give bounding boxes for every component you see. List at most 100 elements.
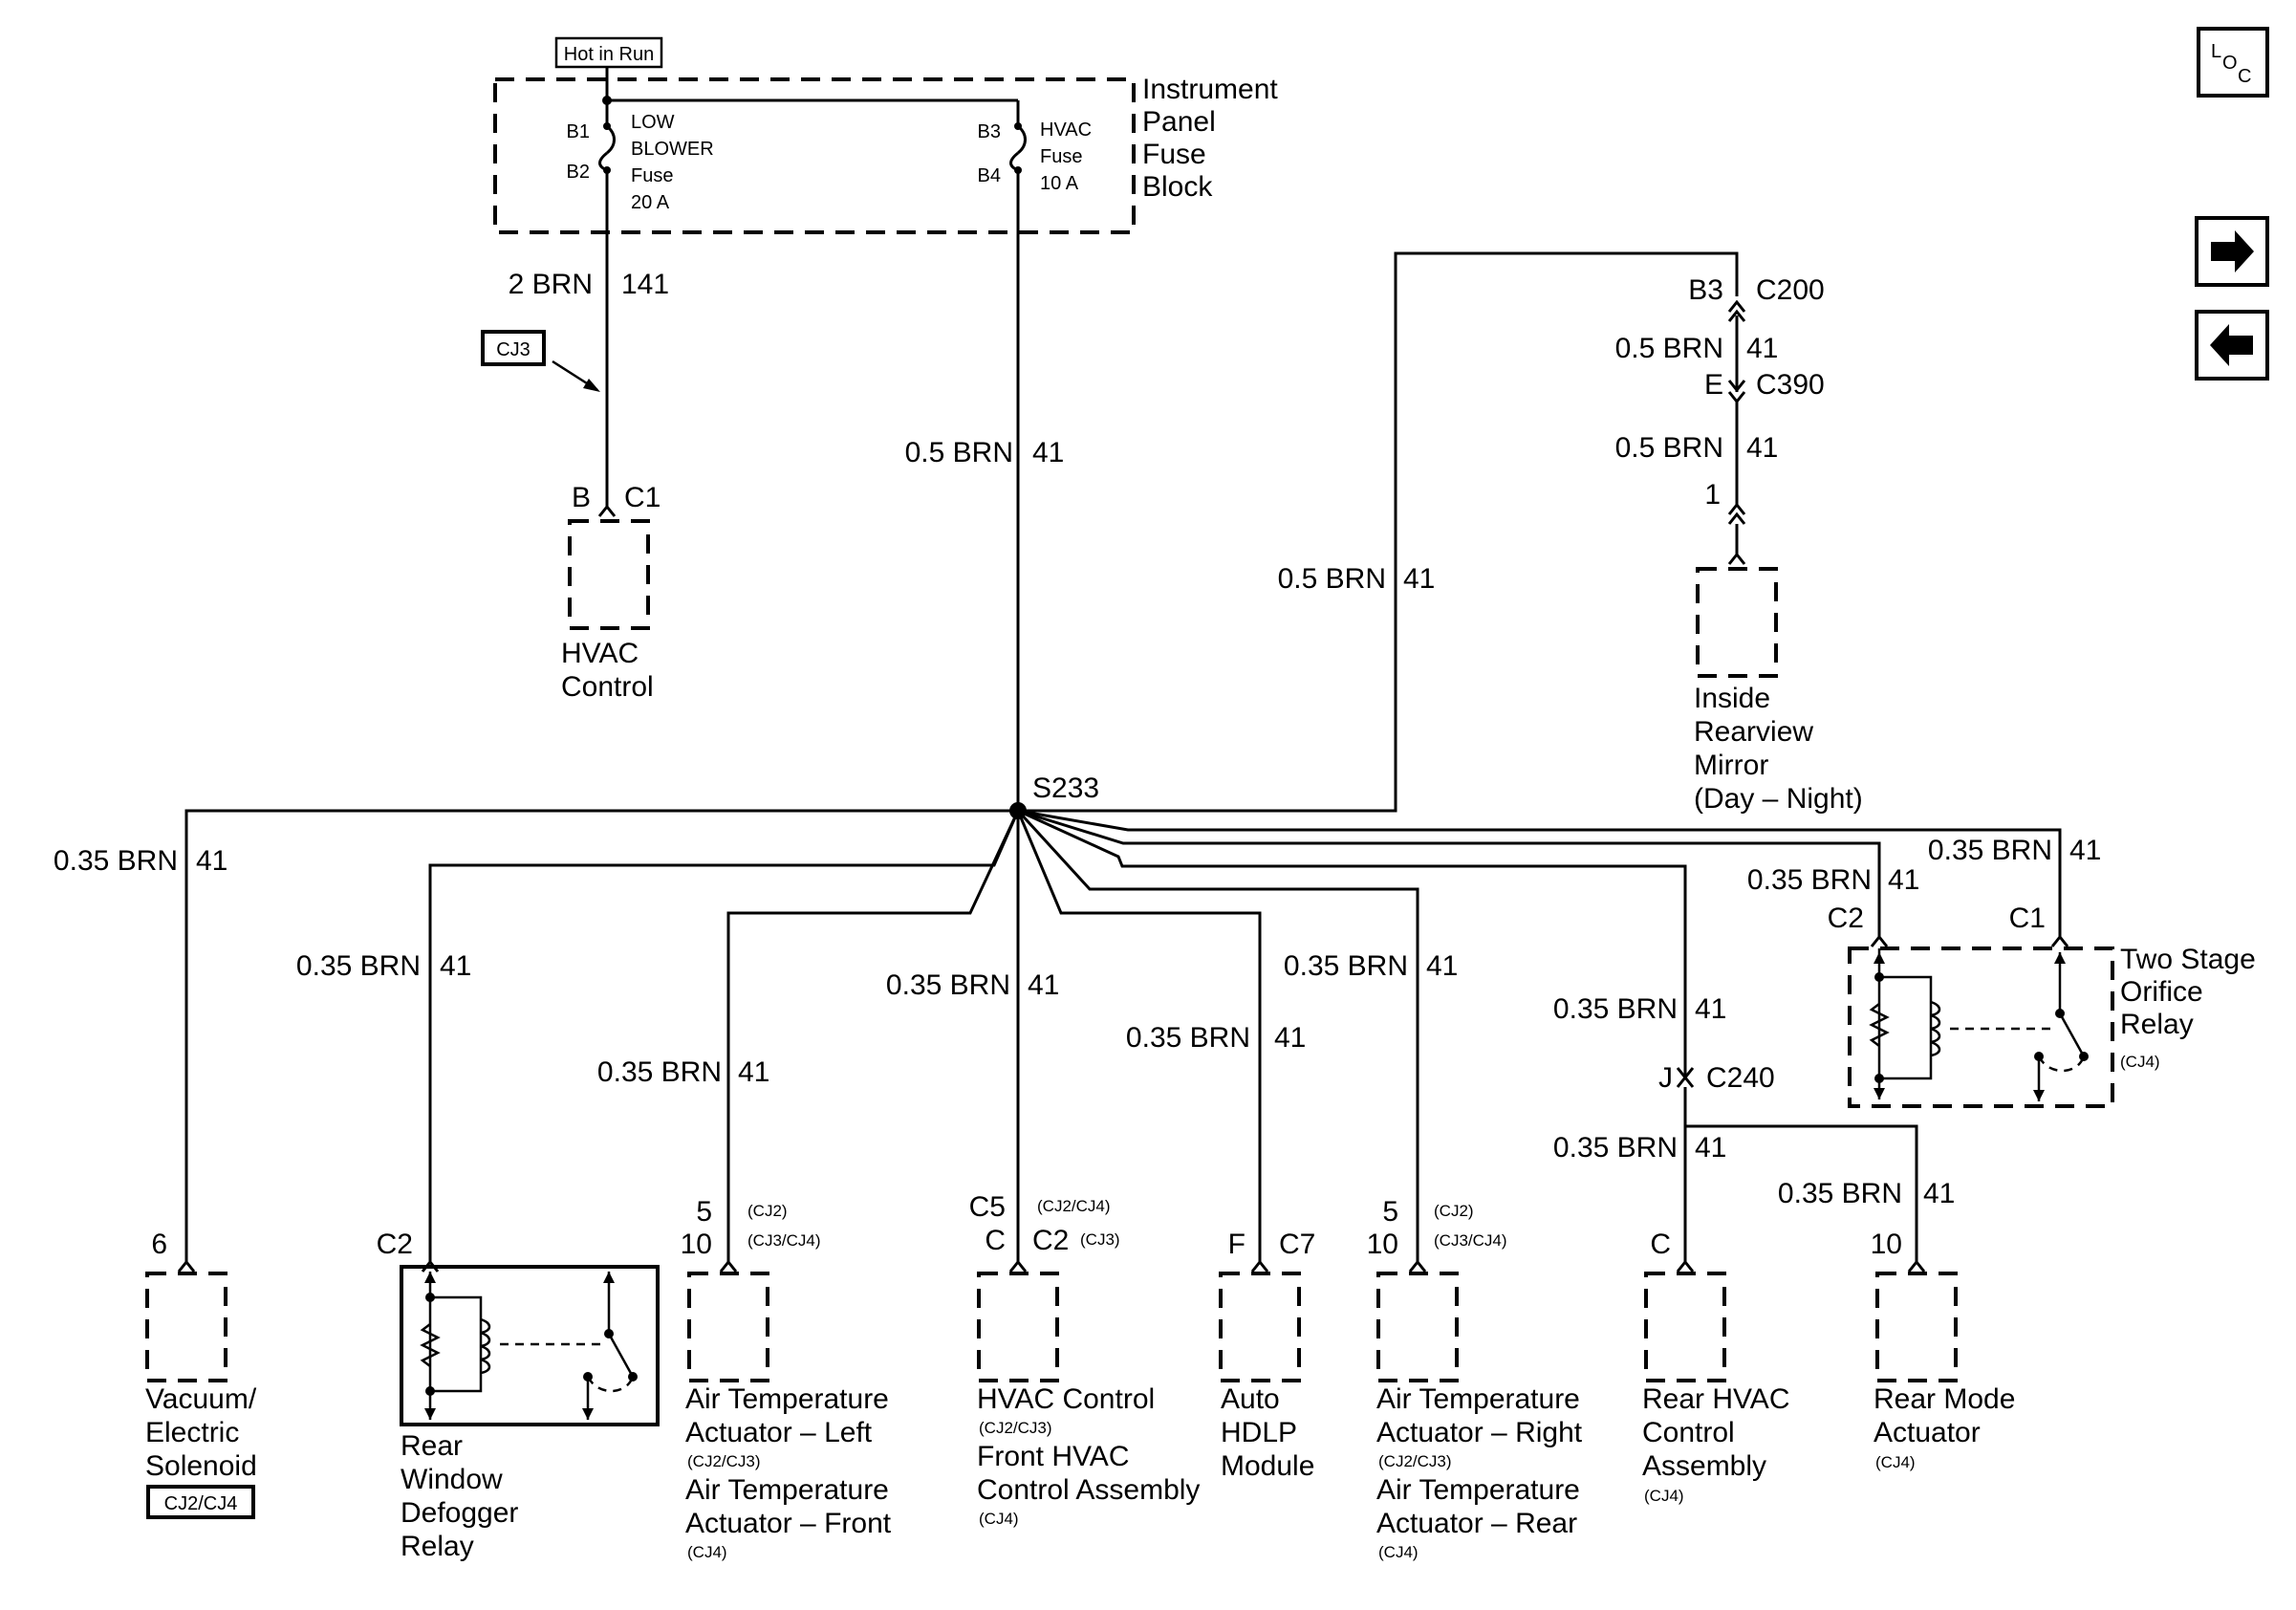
hvac-front-conn2: C2 xyxy=(1032,1225,1069,1256)
rear-mode-pin: 10 xyxy=(1871,1229,1902,1260)
airtemp-right-note2: (CJ3/CJ4) xyxy=(1434,1231,1507,1250)
airtemp-right-note1: (CJ2) xyxy=(1434,1202,1474,1220)
fuse-pin-b3: B3 xyxy=(978,121,1001,142)
wire-airtemp-right-circuit: 41 xyxy=(1426,950,1458,982)
wire-rear-mode-circuit: 41 xyxy=(1923,1178,1955,1209)
hvac-front-sub1: (CJ2/CJ3) xyxy=(979,1419,1052,1437)
rear-mode-name-1: Rear Mode xyxy=(1874,1383,2015,1415)
vacuum-branch: 0.35 BRN 41 6 Vacuum/ Electric Solenoid … xyxy=(54,809,1018,1519)
airtemp-left-pin1: 5 xyxy=(696,1196,712,1228)
hdlp-name-1: Auto xyxy=(1221,1383,1280,1415)
low-blower-fuse-2: BLOWER xyxy=(631,139,714,160)
orifice-name-1: Two Stage xyxy=(2120,944,2256,975)
wire-c200-circuit: 41 xyxy=(1746,333,1778,364)
hvac-front-pin1: C5 xyxy=(969,1191,1006,1223)
defog-name-4: Relay xyxy=(401,1531,474,1562)
defog-conn: C2 xyxy=(377,1229,413,1260)
mirror-name-4: (Day – Night) xyxy=(1694,783,1863,815)
vacuum-pin: 6 xyxy=(151,1229,167,1260)
wire-rear-hvac-feed-label: 0.35 BRN xyxy=(1553,993,1678,1025)
rear-mode-name-2: Actuator xyxy=(1874,1417,1981,1448)
airtemp-left-name2-2: Actuator – Front xyxy=(685,1508,892,1539)
airtemp-left-pin2: 10 xyxy=(681,1229,712,1260)
rear-hvac-branch: 0.35 BRN 41 J C240 0.35 BRN 41 0.35 BRN … xyxy=(1017,809,2015,1505)
mirror-name-3: Mirror xyxy=(1694,750,1768,781)
wire-rear-hvac-label: 0.35 BRN xyxy=(1553,1132,1678,1164)
wire-airtemp-left-circuit: 41 xyxy=(738,1056,769,1088)
rear-mode-note: (CJ4) xyxy=(1875,1453,1916,1471)
hvac-front-box xyxy=(977,1272,1059,1382)
splice-s233-label: S233 xyxy=(1032,772,1099,804)
defog-name-3: Defogger xyxy=(401,1497,518,1529)
mirror-branch: 0.5 BRN 41 B3 C200 0.5 BRN 41 E C390 0.5… xyxy=(1018,251,1863,815)
wire-orifice-c1-circuit: 41 xyxy=(2069,835,2101,866)
next-page-button[interactable] xyxy=(2195,216,2269,287)
wire-rear-hvac-feed-circuit: 41 xyxy=(1695,993,1726,1025)
orifice-relay-branch: 0.35 BRN 41 0.35 BRN 41 C2 C1 Two Stage … xyxy=(1017,809,2256,1108)
airtemp-right-name1-1: Air Temperature xyxy=(1376,1383,1580,1415)
c390-pin-e: E xyxy=(1704,369,1723,401)
airtemp-left-box xyxy=(687,1272,769,1382)
airtemp-right-branch: 0.35 BRN 41 5 (CJ2) 10 (CJ3/CJ4) Air Tem… xyxy=(1016,809,1583,1561)
hvac-control-top-branch: 2 BRN 141 CJ3 B C1 HVAC Control xyxy=(481,269,669,703)
hvac-control-pin-b: B xyxy=(572,482,591,513)
fuse-pin-b1: B1 xyxy=(567,121,590,142)
defog-relay-box xyxy=(400,1265,660,1426)
defog-branch: 0.35 BRN 41 C2 Rear Window Defogger Rela… xyxy=(296,810,1020,1562)
wire-airtemp-right-label: 0.35 BRN xyxy=(1284,950,1408,982)
rear-hvac-pin-c: C xyxy=(1650,1229,1671,1260)
wire-orifice-c1-label: 0.35 BRN xyxy=(1928,835,2052,866)
rear-hvac-name-2: Control xyxy=(1642,1417,1735,1448)
hvac-front-note2: (CJ3) xyxy=(1080,1230,1120,1249)
hvac-fuse-1: HVAC xyxy=(1040,120,1092,141)
wire-c390-circuit: 41 xyxy=(1746,432,1778,464)
airtemp-right-name2-2: Actuator – Rear xyxy=(1376,1508,1577,1539)
prev-page-button[interactable] xyxy=(2195,310,2269,381)
fuse-block-label-1: Instrument xyxy=(1142,74,1278,105)
fuse-block-label-2: Panel xyxy=(1142,106,1216,138)
wire-orifice-c2-circuit: 41 xyxy=(1888,864,1919,896)
loc-letter-c: C xyxy=(2238,66,2251,87)
rear-mode-box xyxy=(1875,1272,1958,1382)
loc-letter-o: O xyxy=(2222,53,2238,74)
rear-hvac-box xyxy=(1644,1272,1726,1382)
wire-orifice-c2-label: 0.35 BRN xyxy=(1747,864,1872,896)
airtemp-right-pin2: 10 xyxy=(1367,1229,1398,1260)
hvac-fuse-2: Fuse xyxy=(1040,146,1082,167)
airtemp-right-sub1: (CJ2/CJ3) xyxy=(1378,1452,1452,1470)
wire-label-2brn: 2 BRN xyxy=(509,269,593,300)
hvac-control-front-branch: 0.35 BRN 41 C5 (CJ2/CJ4) C C2 (CJ3) HVAC… xyxy=(886,811,1200,1528)
orifice-name-2: Orifice xyxy=(2120,976,2203,1008)
left-arrow-icon xyxy=(2210,324,2253,366)
low-blower-fuse-4: 20 A xyxy=(631,192,670,213)
auto-hdlp-branch: 0.35 BRN 41 F C7 Auto HDLP Module xyxy=(1016,810,1315,1482)
wire-rear-mode-label: 0.35 BRN xyxy=(1778,1178,1902,1209)
prev-button-frame[interactable] xyxy=(2195,310,2269,381)
orifice-conn-c1: C1 xyxy=(2009,903,2046,934)
wire-c390-label: 0.5 BRN xyxy=(1615,432,1723,464)
wire-vacuum-label: 0.35 BRN xyxy=(54,845,178,877)
wire-hdlp-circuit: 41 xyxy=(1274,1022,1306,1054)
wire-rear-hvac-circuit: 41 xyxy=(1695,1132,1726,1164)
airtemp-left-branch: 0.35 BRN 41 5 (CJ2) 10 (CJ3/CJ4) Air Tem… xyxy=(597,810,1020,1561)
wire-mirror-feed-label: 0.5 BRN xyxy=(1278,563,1386,595)
next-button-frame[interactable] xyxy=(2195,216,2269,287)
hvac-front-note1: (CJ2/CJ4) xyxy=(1037,1197,1111,1215)
wire-defog-label: 0.35 BRN xyxy=(296,950,421,982)
mirror-name-2: Rearview xyxy=(1694,716,1813,748)
low-blower-fuse-3: Fuse xyxy=(631,165,673,186)
airtemp-right-pin1: 5 xyxy=(1382,1196,1398,1228)
airtemp-left-name2-1: Air Temperature xyxy=(685,1474,889,1506)
wire-hdlp-label: 0.35 BRN xyxy=(1126,1022,1250,1054)
defog-name-2: Window xyxy=(401,1464,503,1495)
loc-button-frame[interactable] xyxy=(2197,27,2269,98)
instrument-panel-fuse-block: Hot in Run B1 B2 LOW BLOWER Fuse 20 A B3… xyxy=(493,36,1278,507)
vacuum-name-3: Solenoid xyxy=(145,1450,257,1482)
hvac-control-name-1: HVAC xyxy=(561,638,639,669)
fuse-pin-b2: B2 xyxy=(567,162,590,183)
airtemp-left-note2: (CJ3/CJ4) xyxy=(747,1231,821,1250)
airtemp-left-note1: (CJ2) xyxy=(747,1202,788,1220)
hvac-control-name-2: Control xyxy=(561,671,654,703)
loc-button[interactable]: L O C xyxy=(2197,27,2269,98)
